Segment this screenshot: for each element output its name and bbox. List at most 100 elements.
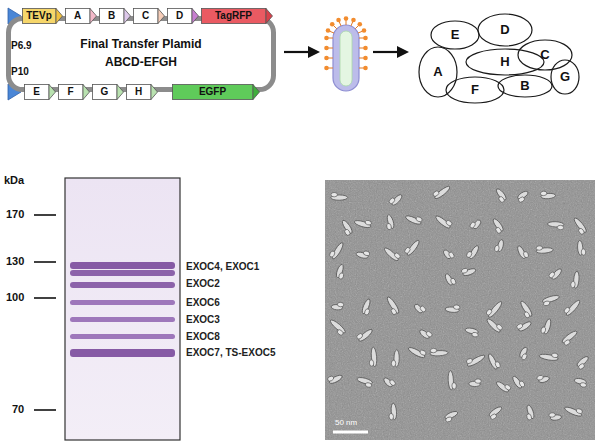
subunit-letter: H [500,55,509,70]
particle-lobe [490,413,498,420]
spike-head [344,16,349,21]
particle-lobe [445,219,453,226]
arrow-shape [24,84,56,100]
gene-name: F [67,86,73,98]
particle-lobe [516,323,524,330]
particle-lobe [466,251,473,259]
subunit-ellipse: B [497,74,553,98]
text-holder: G [550,59,580,95]
process-arrow [284,46,320,58]
virus-spike [344,16,349,25]
particle [388,403,397,420]
marker-tick [34,261,56,263]
particle-lobe [419,305,427,313]
marker-tick [34,409,56,411]
reporter-arrow: TagRFP [201,8,273,24]
virus-spike [359,46,368,51]
particle-lobe [327,375,335,382]
gene-arrow: H [126,84,158,100]
text-holder: EGFP [172,84,253,100]
particle [354,217,372,229]
particle [577,240,586,256]
particle-lobe [364,308,371,316]
particle [487,352,501,370]
arrow-head [397,46,409,58]
particle [445,304,460,313]
particle [469,379,482,387]
process-arrow [373,46,409,58]
sds-gel [34,178,180,440]
particle [331,302,344,311]
particle-lobe [363,250,370,256]
arrow-tip [83,85,90,100]
virus-spike [358,28,366,33]
particle-lobe [432,190,440,197]
text-holder: F [445,76,505,104]
particle [564,403,584,418]
particle [356,326,374,343]
particle [469,217,482,231]
particle [466,243,480,260]
particle [518,346,531,360]
particle [413,301,426,315]
particle [434,212,453,229]
spike-head [363,36,368,41]
particle-lobe [415,216,423,223]
particle [442,247,455,261]
text-holder: TEVp [22,8,56,24]
virus-spike [351,18,356,26]
particle-lobe [570,281,575,288]
spike-head [324,36,329,41]
arrow-tip [158,9,165,24]
plasmid-title: Final Transfer Plamid [80,38,201,52]
particle-lobe [329,250,336,258]
particle [464,327,479,337]
particle [516,244,529,260]
gene-arrow: A [65,8,97,24]
subunit-letter: F [471,83,479,98]
gene-name: TagRFP [215,10,252,22]
particle [511,374,525,390]
spike-head [363,66,368,71]
particle [383,244,402,262]
em-micrograph [325,180,595,440]
particle [493,187,508,203]
arrow-shaft [284,51,310,53]
particle-lobe [331,192,337,196]
particle [391,350,399,367]
particle [548,266,563,281]
arrow-tip [151,85,158,100]
particle-lobe [521,353,528,361]
particle-lobe [536,246,543,251]
particle [388,191,403,206]
virus-spike [359,66,368,71]
particle-lobe [578,363,586,370]
particle-lobe [452,383,457,390]
subunit-ellipse: F [445,76,505,104]
particle [418,326,433,340]
marker-tick [34,214,56,216]
particle-lobe [391,360,395,366]
subunit-ellipse: C [517,39,573,71]
text-holder: H [126,84,151,100]
particle-body [539,353,559,361]
text-holder: E [24,84,49,100]
gene-arrow: F [58,84,90,100]
gene-arrow: E [24,84,56,100]
particle [405,212,423,226]
particle [339,219,354,236]
virus-spike [359,56,368,61]
text-holder: Final Transfer PlamidABCD-EFGH [6,16,276,92]
particle-lobe [563,339,571,346]
arrow-shaft [373,51,399,53]
particle-lobe [523,311,530,319]
promoter-label: P6.9 [11,40,32,52]
gel-band [70,300,175,305]
particle [536,373,550,384]
particle [549,412,562,421]
spike-head [324,46,329,51]
arrow-tip [49,85,56,100]
spike-head [357,22,362,27]
particle-lobe [494,361,501,369]
